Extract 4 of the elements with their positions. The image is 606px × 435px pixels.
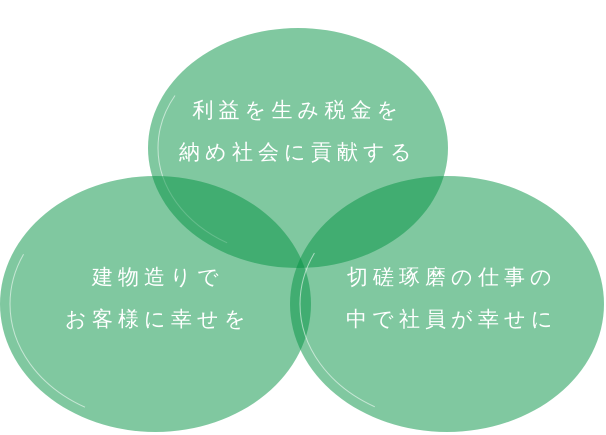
- circle-text: 建物造りでお客様に幸せを: [65, 264, 251, 333]
- circle-text: 利益を生み税金を納め社会に貢献する: [179, 97, 417, 166]
- venn-circle: [290, 176, 604, 432]
- circle-text: 切磋琢磨の仕事の中で社員が幸せに: [346, 264, 558, 333]
